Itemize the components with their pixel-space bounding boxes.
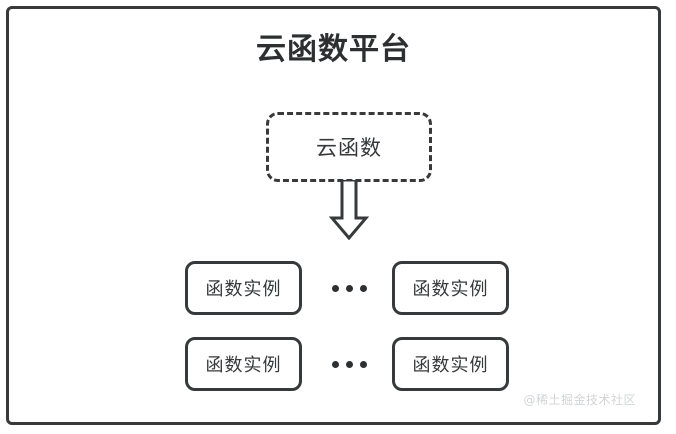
ellipsis-dot [331, 360, 339, 368]
down-block-arrow-icon [328, 178, 370, 241]
cloud-function-label: 云函数 [316, 136, 382, 160]
function-instance-label: 函数实例 [205, 355, 282, 376]
function-instance-label: 函数实例 [205, 279, 282, 300]
function-instance-box: 函数实例 [392, 337, 509, 391]
cloud-function-platform-container: 云函数平台 云函数 函数实例 函数实例 函数实例 [6, 6, 661, 425]
ellipsis-dot [345, 284, 353, 292]
ellipsis-dot [345, 360, 353, 368]
instance-row-2: 函数实例 函数实例 [9, 337, 658, 391]
ellipsis-indicator [321, 261, 377, 315]
ellipsis-indicator [321, 337, 377, 391]
function-instance-box: 函数实例 [392, 261, 509, 315]
instance-row-1: 函数实例 函数实例 [9, 261, 658, 315]
function-instance-box: 函数实例 [185, 261, 302, 315]
ellipsis-dot [331, 284, 339, 292]
cloud-function-node: 云函数 [266, 112, 432, 182]
watermark: @稀土掘金技术社区 [523, 393, 636, 407]
function-instance-box: 函数实例 [185, 337, 302, 391]
ellipsis-dot [359, 284, 367, 292]
ellipsis-dot [359, 360, 367, 368]
function-instance-label: 函数实例 [412, 355, 489, 376]
function-instance-label: 函数实例 [412, 279, 489, 300]
page-title: 云函数平台 [256, 32, 411, 67]
